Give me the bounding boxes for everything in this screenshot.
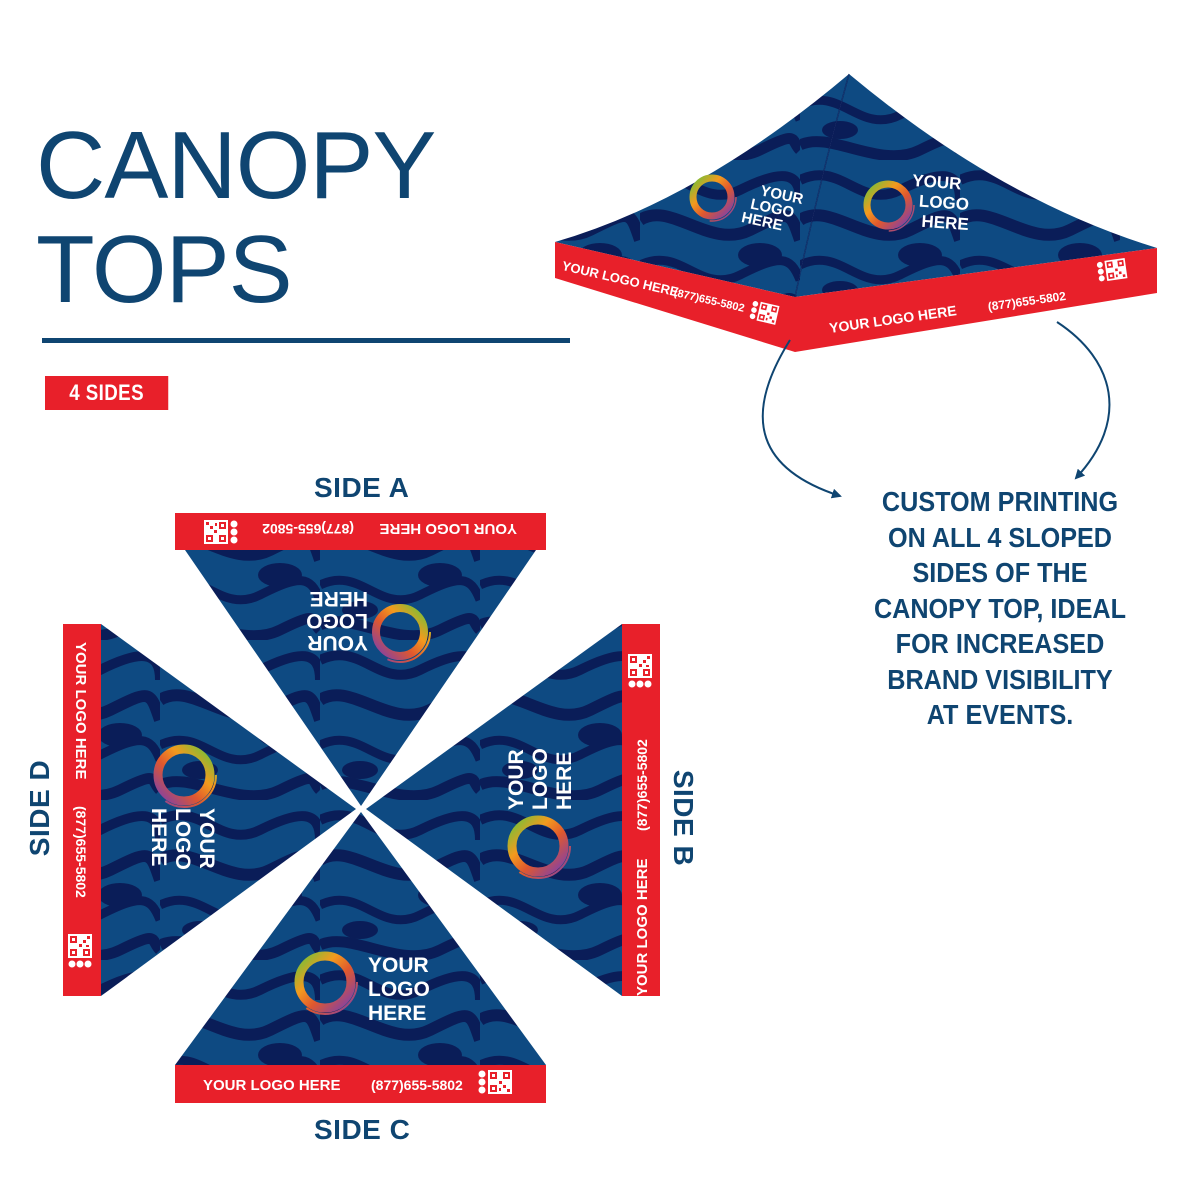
description-line: ON ALL 4 SLOPED [887, 521, 1113, 553]
side-a-label: SIDE A [314, 472, 410, 503]
canopy-right-logo-line1: YOUR [912, 171, 962, 193]
page-title-line2: TOPS [36, 216, 293, 323]
side-a-valance-phone: (877)655-5802 [262, 521, 354, 537]
side-c-logo: YOUR LOGO HERE [292, 949, 430, 1025]
description-line: SIDES OF THE [912, 557, 1088, 588]
side-d-logo-line3: HERE [147, 808, 170, 866]
canopy-valance-left [555, 242, 795, 352]
side-a-qr-icon [204, 520, 238, 544]
side-b-logo-line1: YOUR [505, 749, 528, 810]
side-c-qr-icon [478, 1070, 512, 1094]
title-divider [42, 338, 570, 343]
side-b-qr-icon [628, 654, 652, 688]
side-d-logo: YOUR LOGO HERE [147, 742, 218, 870]
side-c-valance-phone: (877)655-5802 [371, 1077, 463, 1093]
description-line: CANOPY TOP, IDEAL [873, 592, 1127, 624]
side-a-logo-line1: YOUR [307, 631, 368, 654]
canopy-right-logo-line2: LOGO [918, 192, 969, 214]
side-a-panel: YOUR LOGO HERE (877)655-5802 YOUR LOGO H… [175, 513, 546, 806]
side-b-valance-text: YOUR LOGO HERE [634, 858, 651, 996]
side-d-valance-text: YOUR LOGO HERE [72, 642, 89, 780]
side-d-logo-line2: LOGO [171, 808, 194, 870]
side-b-logo-line2: LOGO [529, 748, 552, 810]
canopy-3d-preview: YOUR LOGO HERE YOUR LOGO HERE YOUR LOGO … [555, 73, 1157, 352]
feature-description: CUSTOM PRINTING ON ALL 4 SLOPED SIDES OF… [852, 484, 1149, 733]
side-a-logo: YOUR LOGO HERE [306, 587, 431, 663]
side-b-panel: YOUR LOGO HERE (877)655-5802 YOUR LOGO H… [366, 624, 660, 996]
side-b-label: SIDE B [668, 769, 699, 867]
description-line: FOR INCREASED [895, 628, 1105, 659]
description-line: CUSTOM PRINTING [881, 486, 1119, 517]
sides-count-badge: 4 SIDES [45, 376, 169, 410]
side-d-label: SIDE D [24, 759, 55, 857]
side-d-qr-icon [68, 934, 92, 968]
side-b-logo: YOUR LOGO HERE [505, 748, 576, 879]
side-c-logo-line1: YOUR [368, 954, 429, 977]
side-a-logo-line3: HERE [310, 587, 368, 610]
canopy-valance-right [795, 248, 1157, 352]
canopy-right-logo-line3: HERE [921, 212, 969, 234]
arrow-right-icon [1056, 321, 1111, 480]
side-c-logo-line3: HERE [368, 1002, 426, 1025]
side-b-valance-phone: (877)655-5802 [634, 739, 650, 831]
description-line: BRAND VISIBILITY [887, 663, 1113, 695]
side-a-valance-text: YOUR LOGO HERE [379, 520, 517, 537]
canopy-right-logo: YOUR LOGO HERE [861, 171, 970, 234]
side-d-panel: YOUR LOGO HERE (877)655-5802 YOUR LOGO H… [63, 624, 356, 996]
side-c-logo-line2: LOGO [368, 978, 430, 1001]
side-c-valance-text: YOUR LOGO HERE [203, 1077, 341, 1094]
side-c-panel: YOUR LOGO HERE (877)655-5802 YOUR LOGO H… [175, 812, 546, 1103]
description-line: AT EVENTS. [926, 699, 1074, 730]
arrow-left-icon [761, 339, 842, 499]
page-title-line1: CANOPY [36, 112, 436, 219]
side-d-valance-phone: (877)655-5802 [73, 806, 89, 898]
side-c-label: SIDE C [314, 1114, 411, 1145]
side-a-logo-line2: LOGO [306, 609, 368, 632]
side-d-logo-line1: YOUR [195, 808, 218, 869]
side-b-logo-line3: HERE [553, 752, 576, 810]
